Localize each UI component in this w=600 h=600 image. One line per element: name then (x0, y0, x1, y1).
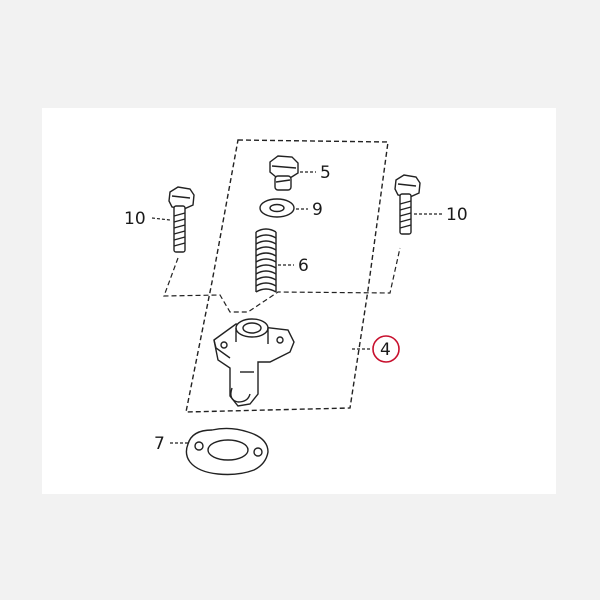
callout-bolt-right: 10 (446, 205, 468, 225)
tensioner-highlight-circle (372, 335, 400, 363)
plug-bolt-icon (269, 155, 299, 191)
spring-icon (255, 228, 277, 293)
washer-icon (259, 198, 295, 218)
gasket-icon (185, 427, 269, 476)
callout-tensioner: 4 (380, 340, 391, 360)
right-bolt-icon (394, 174, 421, 235)
callout-washer: 9 (312, 200, 323, 220)
leader-bolt-left (151, 217, 171, 221)
callout-plug: 5 (320, 163, 331, 183)
callout-gasket: 7 (154, 434, 165, 454)
callout-spring: 6 (298, 256, 309, 276)
tensioner-icon (213, 318, 295, 407)
callout-bolt-left: 10 (124, 209, 146, 229)
assembly-boundary (185, 139, 389, 413)
diagram-panel (42, 108, 556, 494)
bolt-leader-line (163, 247, 401, 313)
left-bolt-icon (168, 186, 195, 253)
